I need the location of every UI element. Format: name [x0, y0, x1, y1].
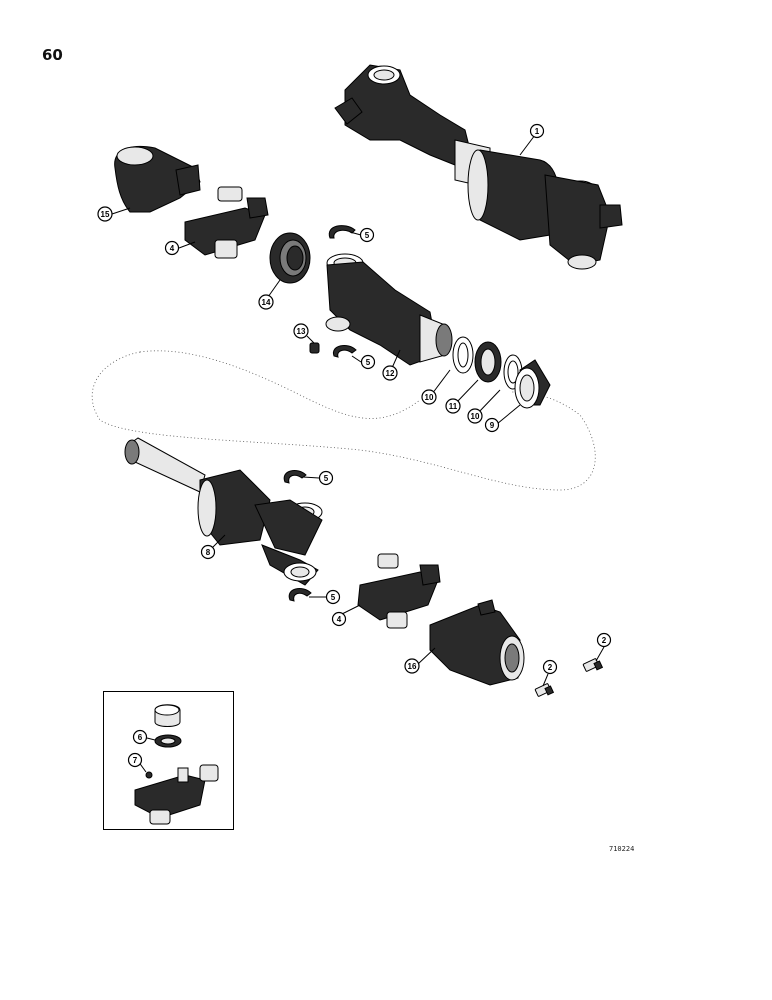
callout-4-lower: 4 — [331, 611, 347, 627]
callout-5-a-label: 5 — [365, 231, 370, 240]
seal-ring-part-14 — [269, 232, 311, 284]
snap-ring-part-5-c — [283, 470, 307, 484]
callout-9: 9 — [484, 417, 500, 433]
callout-6-label: 6 — [138, 733, 143, 742]
callout-12: 12 — [382, 365, 398, 381]
bolt-part-2-b — [534, 683, 555, 697]
callout-10-b-label: 10 — [471, 412, 480, 421]
callout-5-c: 5 — [318, 470, 334, 486]
callout-10-a-label: 10 — [425, 393, 434, 402]
callout-16: 16 — [404, 658, 420, 674]
shaft-assembly-part-1 — [334, 64, 623, 270]
callout-2-a-label: 2 — [602, 636, 607, 645]
inset-frame — [103, 691, 234, 830]
page-number: 60 — [42, 46, 63, 64]
callout-1: 1 — [529, 123, 545, 139]
callout-6: 6 — [132, 729, 148, 745]
callout-5-d-label: 5 — [331, 593, 336, 602]
nut-part-9 — [514, 359, 551, 409]
snap-ring-part-5-b — [332, 344, 357, 358]
callout-11-label: 11 — [449, 402, 458, 411]
callout-8: 8 — [200, 544, 216, 560]
callout-2-b: 2 — [542, 659, 558, 675]
figure-code: 710224 — [609, 845, 635, 853]
leader-lines — [111, 134, 605, 773]
universal-joint-part-4-upper — [184, 186, 269, 259]
callout-5-d: 5 — [325, 589, 341, 605]
grouping-loop-top — [139, 350, 421, 419]
callout-14: 14 — [258, 294, 274, 310]
companion-yoke-part-16 — [429, 599, 525, 686]
callout-7: 7 — [127, 752, 143, 768]
slip-yoke-part-12 — [325, 253, 453, 366]
callout-1-label: 1 — [535, 127, 540, 136]
callout-16-label: 16 — [408, 662, 417, 671]
callout-9-label: 9 — [490, 421, 495, 430]
callout-5-c-label: 5 — [324, 474, 329, 483]
callout-4-lower-label: 4 — [337, 615, 342, 624]
callout-11: 11 — [445, 398, 461, 414]
yoke-part-15 — [114, 145, 201, 213]
callout-4-upper-label: 4 — [170, 244, 175, 253]
callout-8-label: 8 — [206, 548, 211, 557]
bearing-part-11 — [474, 341, 502, 383]
callout-10-b: 10 — [467, 408, 483, 424]
callout-5-b-label: 5 — [366, 358, 371, 367]
callout-15: 15 — [97, 206, 113, 222]
callout-14-label: 14 — [262, 298, 271, 307]
callout-4-upper: 4 — [164, 240, 180, 256]
bolt-part-2-a — [582, 658, 604, 672]
splined-shaft-yoke-part-8 — [124, 437, 323, 586]
callout-12-label: 12 — [386, 369, 395, 378]
callout-13-label: 13 — [297, 327, 306, 336]
callout-5-b: 5 — [360, 354, 376, 370]
callout-10-a: 10 — [421, 389, 437, 405]
callout-2-a: 2 — [596, 632, 612, 648]
callout-15-label: 15 — [101, 210, 110, 219]
snap-ring-part-5-d — [288, 588, 312, 602]
callout-2-b-label: 2 — [548, 663, 553, 672]
callout-7-label: 7 — [133, 756, 138, 765]
universal-joint-part-4-lower — [357, 553, 441, 629]
plug-part-13 — [309, 342, 320, 354]
callout-5-a: 5 — [359, 227, 375, 243]
inset-universal-joint — [134, 704, 219, 825]
callout-13: 13 — [293, 323, 309, 339]
